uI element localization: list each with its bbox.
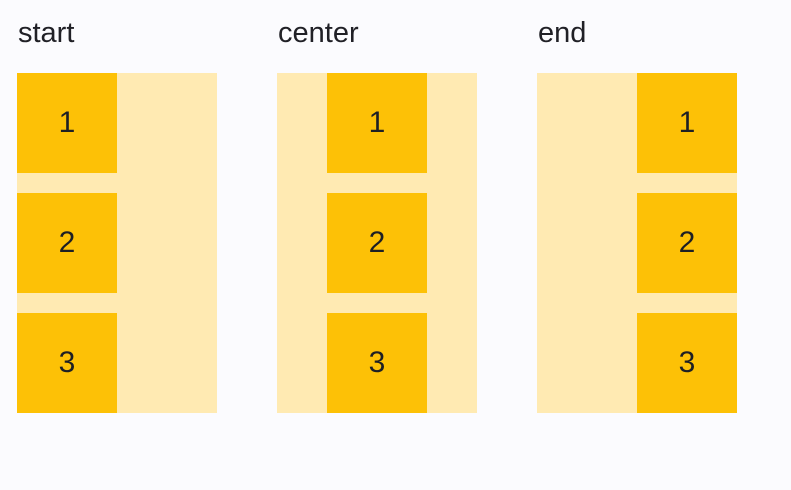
demo-label-end: end [538,17,587,49]
flex-item: 3 [637,313,737,413]
flex-container-start: 1 2 3 [17,73,217,413]
flex-container-end: 1 2 3 [537,73,737,413]
demo-column-center: center 1 2 3 [277,14,477,413]
demo-label-start: start [18,17,75,49]
flex-item: 1 [327,73,427,173]
flex-item: 3 [327,313,427,413]
flex-item: 1 [17,73,117,173]
demo-column-start: start 1 2 3 [17,14,217,413]
flex-item: 1 [637,73,737,173]
flex-container-center: 1 2 3 [277,73,477,413]
demo-column-end: end 1 2 3 [537,14,737,413]
flex-item: 3 [17,313,117,413]
demo-label-center: center [278,17,359,49]
flex-item: 2 [637,193,737,293]
flex-item: 2 [17,193,117,293]
demo-row: start 1 2 3 center 1 2 3 end 1 2 3 [17,14,791,413]
flex-item: 2 [327,193,427,293]
